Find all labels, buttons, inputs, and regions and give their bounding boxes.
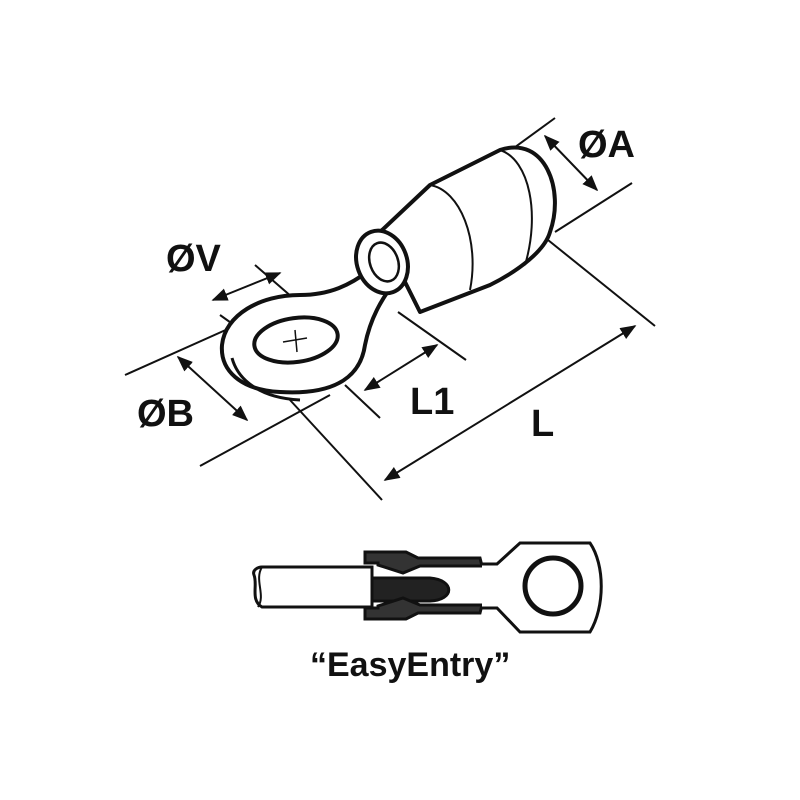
dimension-lines	[124, 117, 656, 501]
dim-l1-extension-left	[344, 384, 381, 419]
dim-b-extension-bottom	[199, 394, 331, 467]
dim-a-extension-bottom	[554, 182, 633, 233]
dim-l-extension-right	[547, 239, 656, 327]
label-length-l1: L1	[410, 381, 455, 423]
label-diameter-v: ØV	[166, 238, 221, 280]
label-length-l: L	[531, 403, 555, 445]
sleeve-bottom	[363, 596, 484, 621]
cable	[252, 565, 374, 609]
dim-a-arrow	[543, 134, 599, 192]
stripped-conductor	[370, 576, 451, 603]
dim-b-arrow	[176, 355, 249, 422]
easy-entry-cross-section	[252, 541, 603, 634]
ring-hole-section	[522, 555, 584, 617]
ring-terminal	[219, 145, 557, 402]
dim-l1-extension-right	[397, 311, 467, 361]
label-diameter-b: ØB	[137, 393, 194, 435]
dim-l-extension-left	[289, 399, 383, 501]
sleeve-top	[363, 550, 484, 575]
dim-l-arrow	[383, 325, 637, 481]
dim-v-arrow	[211, 272, 282, 301]
dim-l1-arrow	[363, 344, 439, 391]
easy-entry-caption: “EasyEntry”	[310, 646, 511, 684]
label-diameter-a: ØA	[578, 124, 635, 166]
